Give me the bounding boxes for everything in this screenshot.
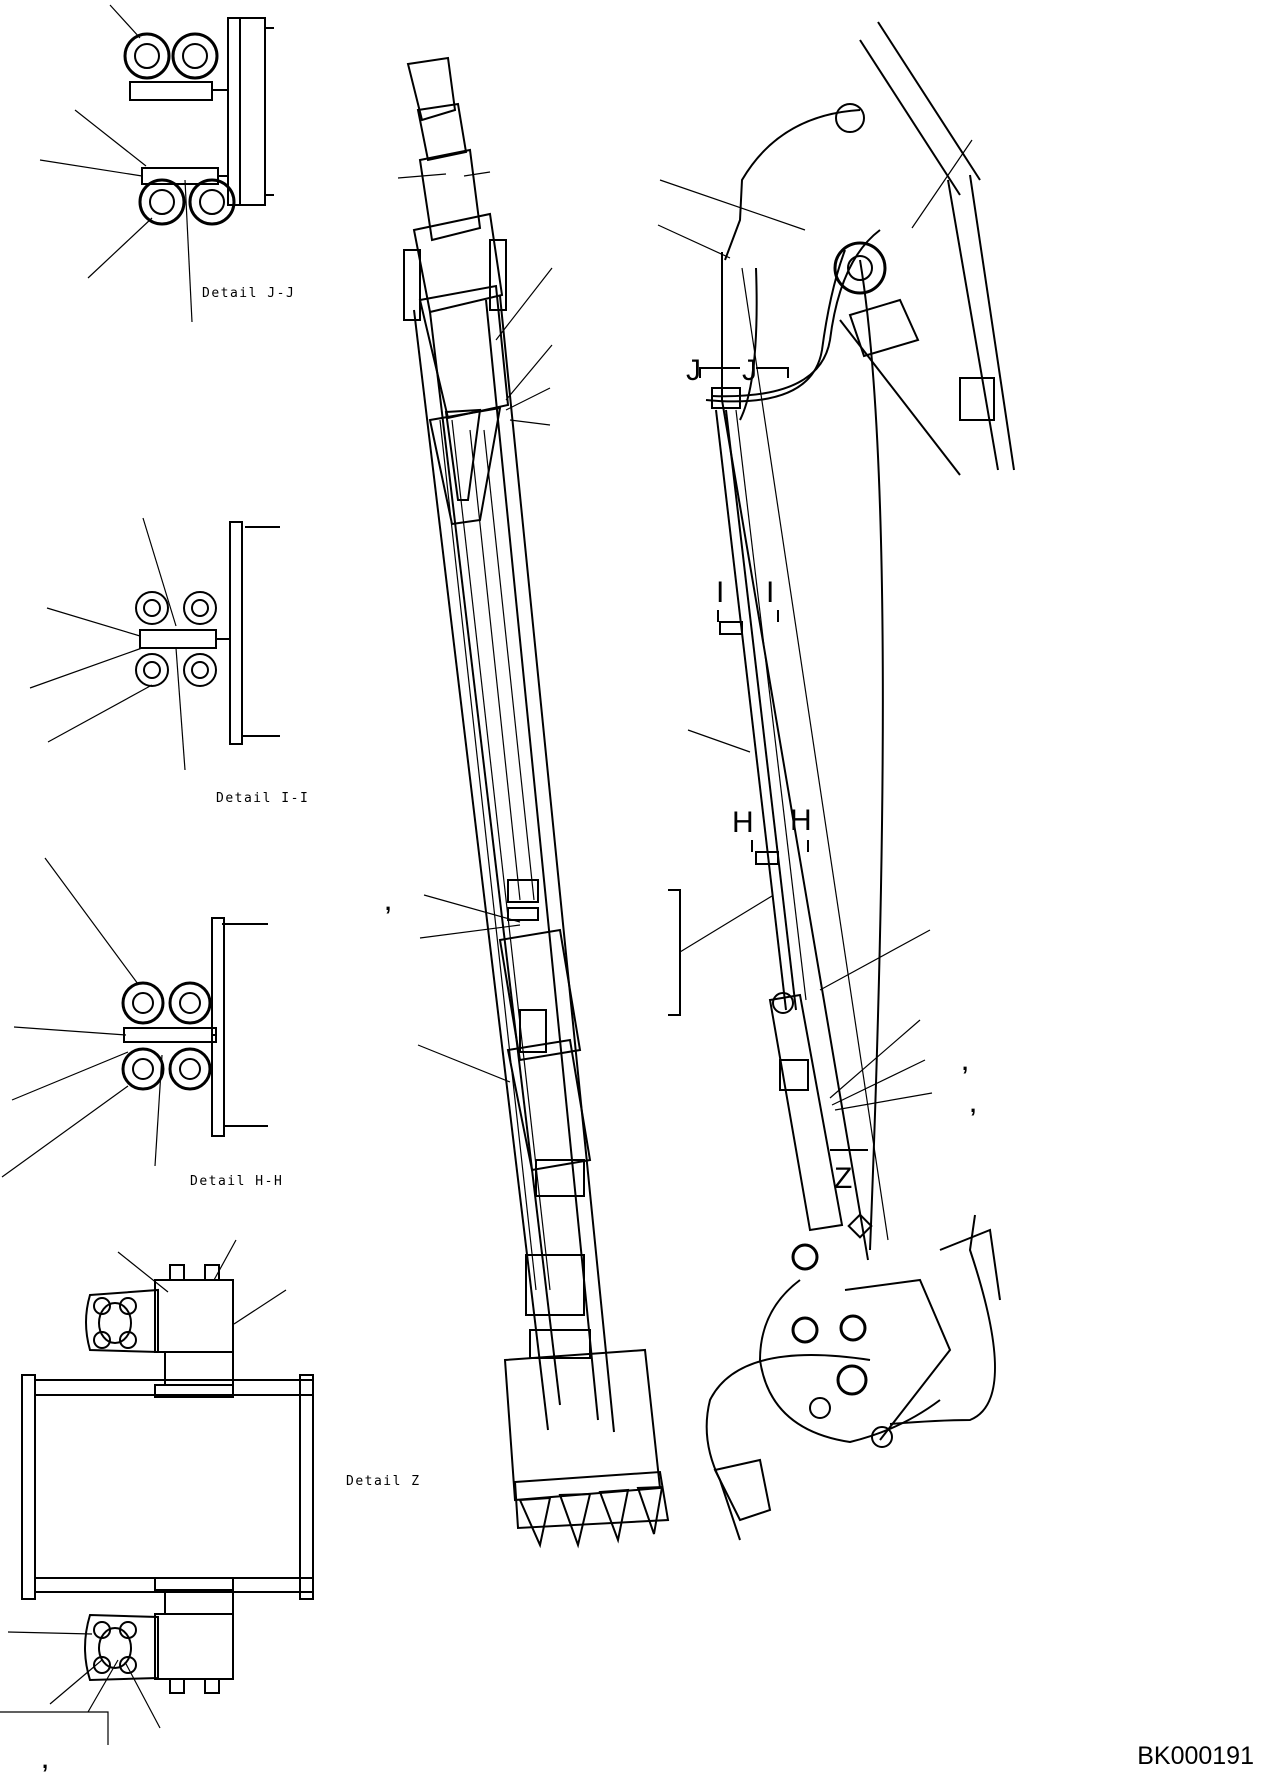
comma-mark-2: ,: [385, 890, 391, 915]
detail-z-label: Detail Z: [346, 1474, 421, 1489]
arm-side-view: J J I I H H Z , ,: [657, 21, 1015, 1541]
section-mark-j-right: J: [742, 354, 757, 387]
comma-mark-1: ,: [42, 1748, 48, 1773]
section-mark-z: Z: [834, 1162, 852, 1195]
comma-mark-3: ,: [962, 1050, 968, 1075]
detail-j-j: Detail J-J: [39, 4, 295, 323]
drawing-reference: BK000191: [1137, 1742, 1254, 1770]
detail-h-h-label: Detail H-H: [190, 1174, 283, 1189]
section-mark-j-left: J: [686, 354, 701, 387]
detail-j-j-label: Detail J-J: [202, 286, 295, 301]
section-mark-i-left: I: [716, 576, 724, 609]
arm-front-view: ,: [385, 56, 670, 1549]
detail-h-h: Detail H-H: [1, 857, 283, 1189]
section-mark-h-right: H: [790, 804, 812, 837]
detail-i-i: Detail I-I: [29, 517, 309, 806]
comma-mark-4: ,: [970, 1092, 976, 1117]
detail-z: Detail Z ,: [0, 1239, 421, 1773]
detail-i-i-label: Detail I-I: [216, 791, 309, 806]
section-mark-i-right: I: [766, 576, 774, 609]
section-mark-h-left: H: [732, 806, 754, 839]
